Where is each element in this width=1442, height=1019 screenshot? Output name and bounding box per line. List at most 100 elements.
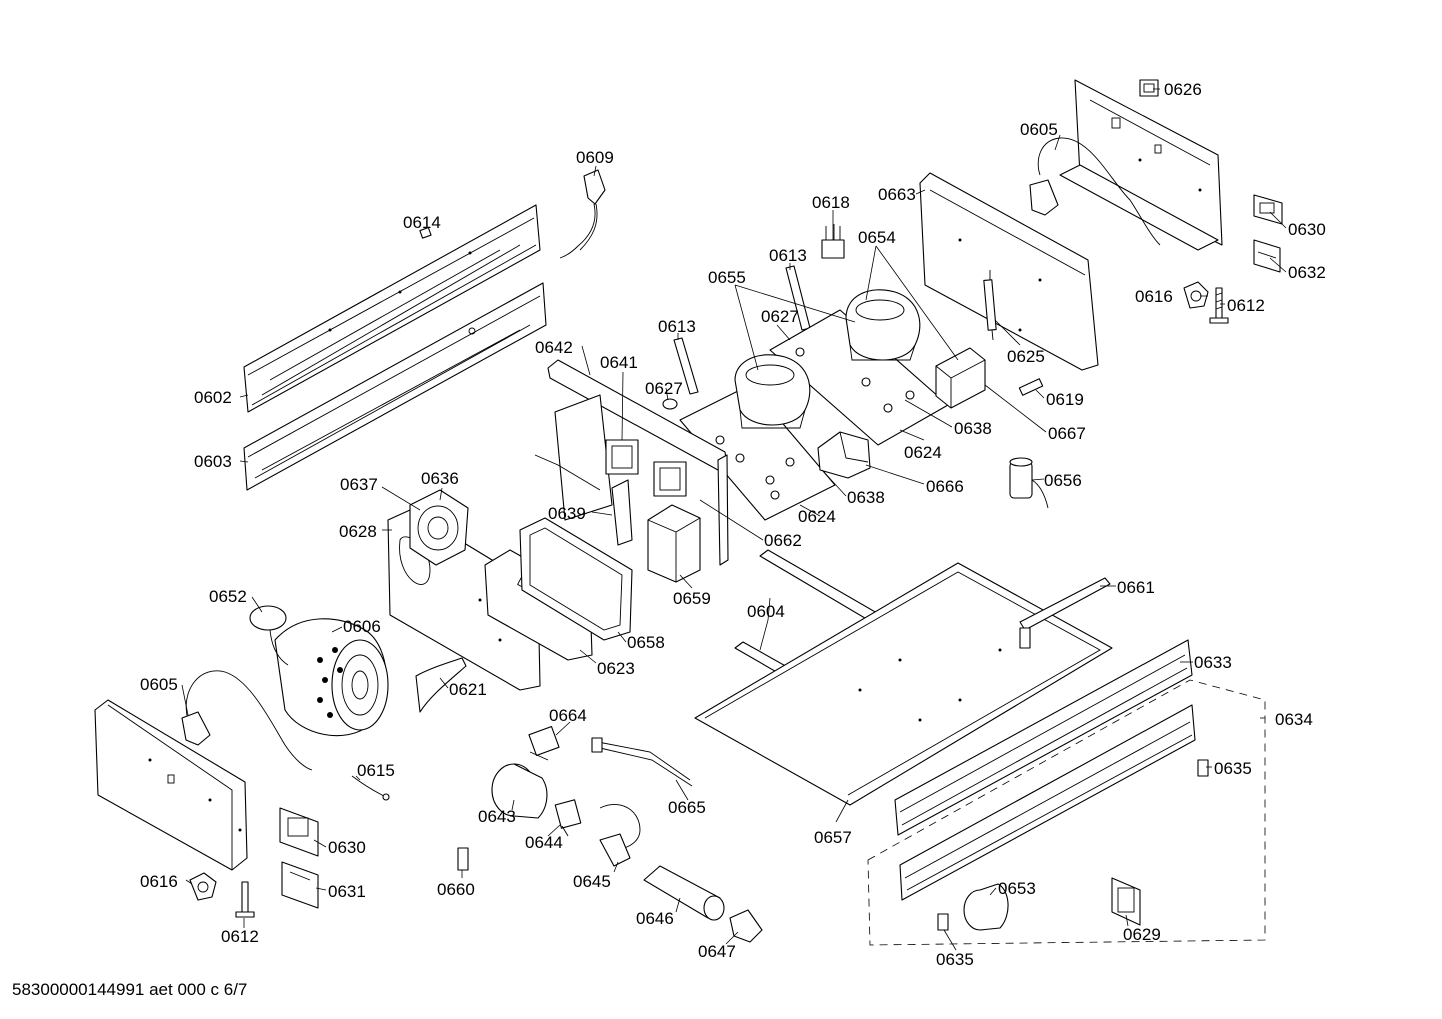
label-0628: 0628	[339, 522, 377, 541]
label-0606: 0606	[343, 617, 381, 636]
bracket-0630-lower	[279, 807, 319, 857]
cable-tie-0615	[351, 775, 390, 801]
label-0612-lower: 0612	[221, 927, 259, 946]
label-0661: 0661	[1117, 578, 1155, 597]
label-0663: 0663	[878, 185, 916, 204]
label-0646: 0646	[636, 909, 674, 928]
bracket-0639	[611, 479, 633, 546]
label-0631: 0631	[328, 882, 366, 901]
start-relay	[821, 224, 845, 259]
label-0616-upper: 0616	[1135, 287, 1173, 306]
foot-0616-lower	[189, 872, 217, 901]
clip-0635-right	[1197, 759, 1209, 777]
filter-drier	[983, 270, 997, 341]
bracket-0621	[415, 657, 467, 713]
clip-part	[419, 226, 432, 239]
label-0655: 0655	[708, 268, 746, 287]
screw-0612-lower	[235, 881, 255, 918]
solenoid-valve-second	[653, 461, 687, 497]
harness-0665	[591, 737, 693, 787]
label-0627-upper: 0627	[761, 307, 799, 326]
label-0656: 0656	[1044, 471, 1082, 490]
label-0647: 0647	[698, 942, 736, 961]
bracket-0631	[281, 861, 319, 909]
label-0660: 0660	[437, 880, 475, 899]
document-reference-footer: 58300000144991 aet 000 c 6/7	[12, 980, 248, 999]
label-0635-lower: 0635	[936, 950, 974, 969]
compressor-rear	[845, 289, 921, 361]
label-0602: 0602	[194, 388, 232, 407]
label-0616-lower: 0616	[140, 872, 178, 891]
relay-0666	[817, 431, 871, 479]
cylinder-0653	[963, 883, 1009, 931]
label-0624-lower: 0624	[798, 507, 836, 526]
screw-0612-upper	[1209, 287, 1229, 324]
label-0604: 0604	[747, 602, 785, 621]
label-0629: 0629	[1123, 925, 1161, 944]
label-0659: 0659	[673, 589, 711, 608]
label-0653: 0653	[998, 879, 1036, 898]
label-0665: 0665	[668, 798, 706, 817]
front-rail-upper	[243, 204, 541, 413]
clip-0635-lower	[937, 913, 949, 931]
spacer-0660	[457, 847, 469, 871]
label-0623: 0623	[597, 659, 635, 678]
foot-0616-upper	[1183, 281, 1209, 309]
label-0666: 0666	[926, 477, 964, 496]
label-0624-upper: 0624	[904, 443, 942, 462]
label-0615: 0615	[357, 761, 395, 780]
terminal-block-0619	[1018, 378, 1044, 396]
rear-panel-right	[1059, 79, 1223, 251]
label-0621: 0621	[449, 680, 487, 699]
label-0627-lower: 0627	[645, 379, 683, 398]
label-0633: 0633	[1194, 653, 1232, 672]
label-0630-upper: 0630	[1288, 220, 1326, 239]
part-labels: 0626 0605 0609 0614 0663 0618 0654 0630 …	[140, 80, 1326, 969]
label-0652: 0652	[209, 587, 247, 606]
relay-top	[1139, 79, 1159, 97]
valve-0664	[528, 726, 560, 761]
label-0630-lower: 0630	[328, 838, 366, 857]
label-0638-upper: 0638	[954, 419, 992, 438]
grille-0633	[894, 639, 1193, 836]
label-0664: 0664	[549, 706, 587, 725]
partition-panel	[919, 172, 1099, 371]
grille-0634	[899, 704, 1196, 901]
bracket-0661	[1019, 577, 1111, 649]
cover-box-0659	[647, 504, 701, 583]
compressor-electric-box	[935, 347, 986, 409]
label-0605-lower: 0605	[140, 675, 178, 694]
label-0662: 0662	[764, 531, 802, 550]
label-0641: 0641	[600, 353, 638, 372]
leader-lines	[181, 88, 1287, 951]
label-0612-upper: 0612	[1227, 296, 1265, 315]
label-0667: 0667	[1048, 424, 1086, 443]
fan-motor-0606	[274, 618, 389, 737]
cable-0605-lower	[181, 670, 313, 771]
rear-cable-upper	[1029, 137, 1161, 246]
tube-0613-lower	[673, 337, 699, 395]
capacitor-0656	[1009, 457, 1049, 509]
label-0635-right: 0635	[1214, 759, 1252, 778]
label-0603: 0603	[194, 452, 232, 471]
label-0613-upper: 0613	[769, 246, 807, 265]
label-0639: 0639	[548, 504, 586, 523]
label-0605-upper: 0605	[1020, 120, 1058, 139]
label-0625: 0625	[1007, 347, 1045, 366]
compressor-base-plate-front	[679, 384, 836, 521]
valve-0644	[554, 799, 582, 837]
solenoid-valve-0641	[605, 439, 639, 475]
compressor-front	[734, 354, 811, 429]
label-0642: 0642	[535, 338, 573, 357]
fan-0636	[409, 489, 469, 566]
label-0638-lower: 0638	[847, 488, 885, 507]
bracket-0629	[1111, 877, 1141, 926]
label-0643: 0643	[478, 807, 516, 826]
grommet-0627-lower	[662, 398, 678, 410]
front-rail-lower	[243, 282, 547, 491]
frame-0658	[519, 517, 633, 641]
label-0619: 0619	[1046, 390, 1084, 409]
label-0657: 0657	[814, 828, 852, 847]
